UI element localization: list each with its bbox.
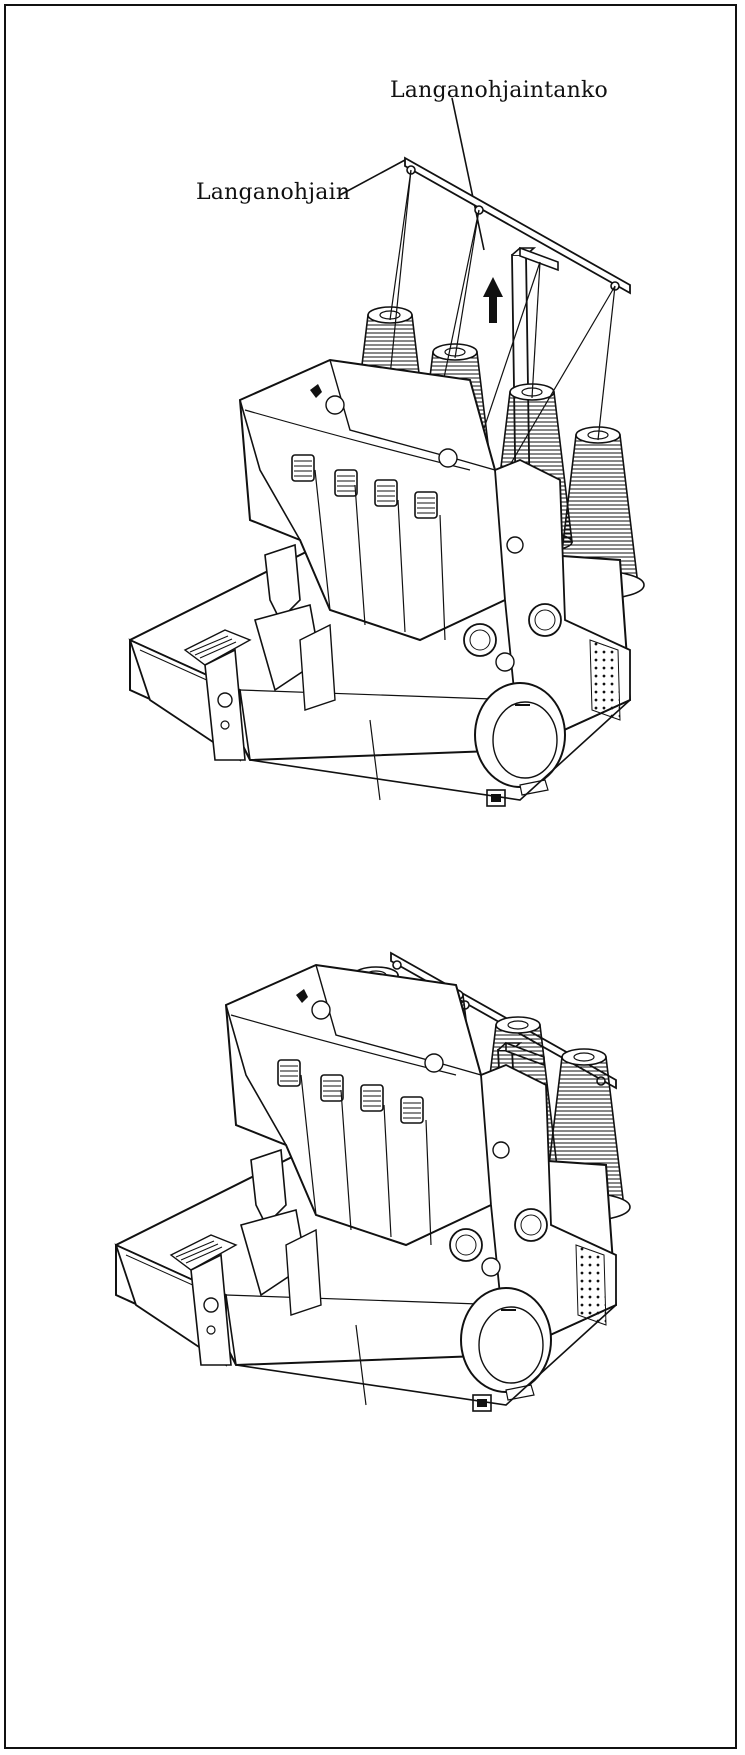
- figure-frame: [4, 4, 737, 1749]
- thread-guide-label: Langanohjain: [196, 180, 351, 205]
- rod-leader-line: [451, 97, 485, 251]
- thread-guide-bar: [404, 156, 631, 295]
- bottom-figure: [115, 951, 631, 1412]
- up-arrow-icon: [483, 277, 503, 323]
- top-figure: [129, 97, 645, 807]
- thread-guide-rod-label: Langanohjaintanko: [390, 78, 608, 103]
- guide-leader-line: [339, 159, 406, 196]
